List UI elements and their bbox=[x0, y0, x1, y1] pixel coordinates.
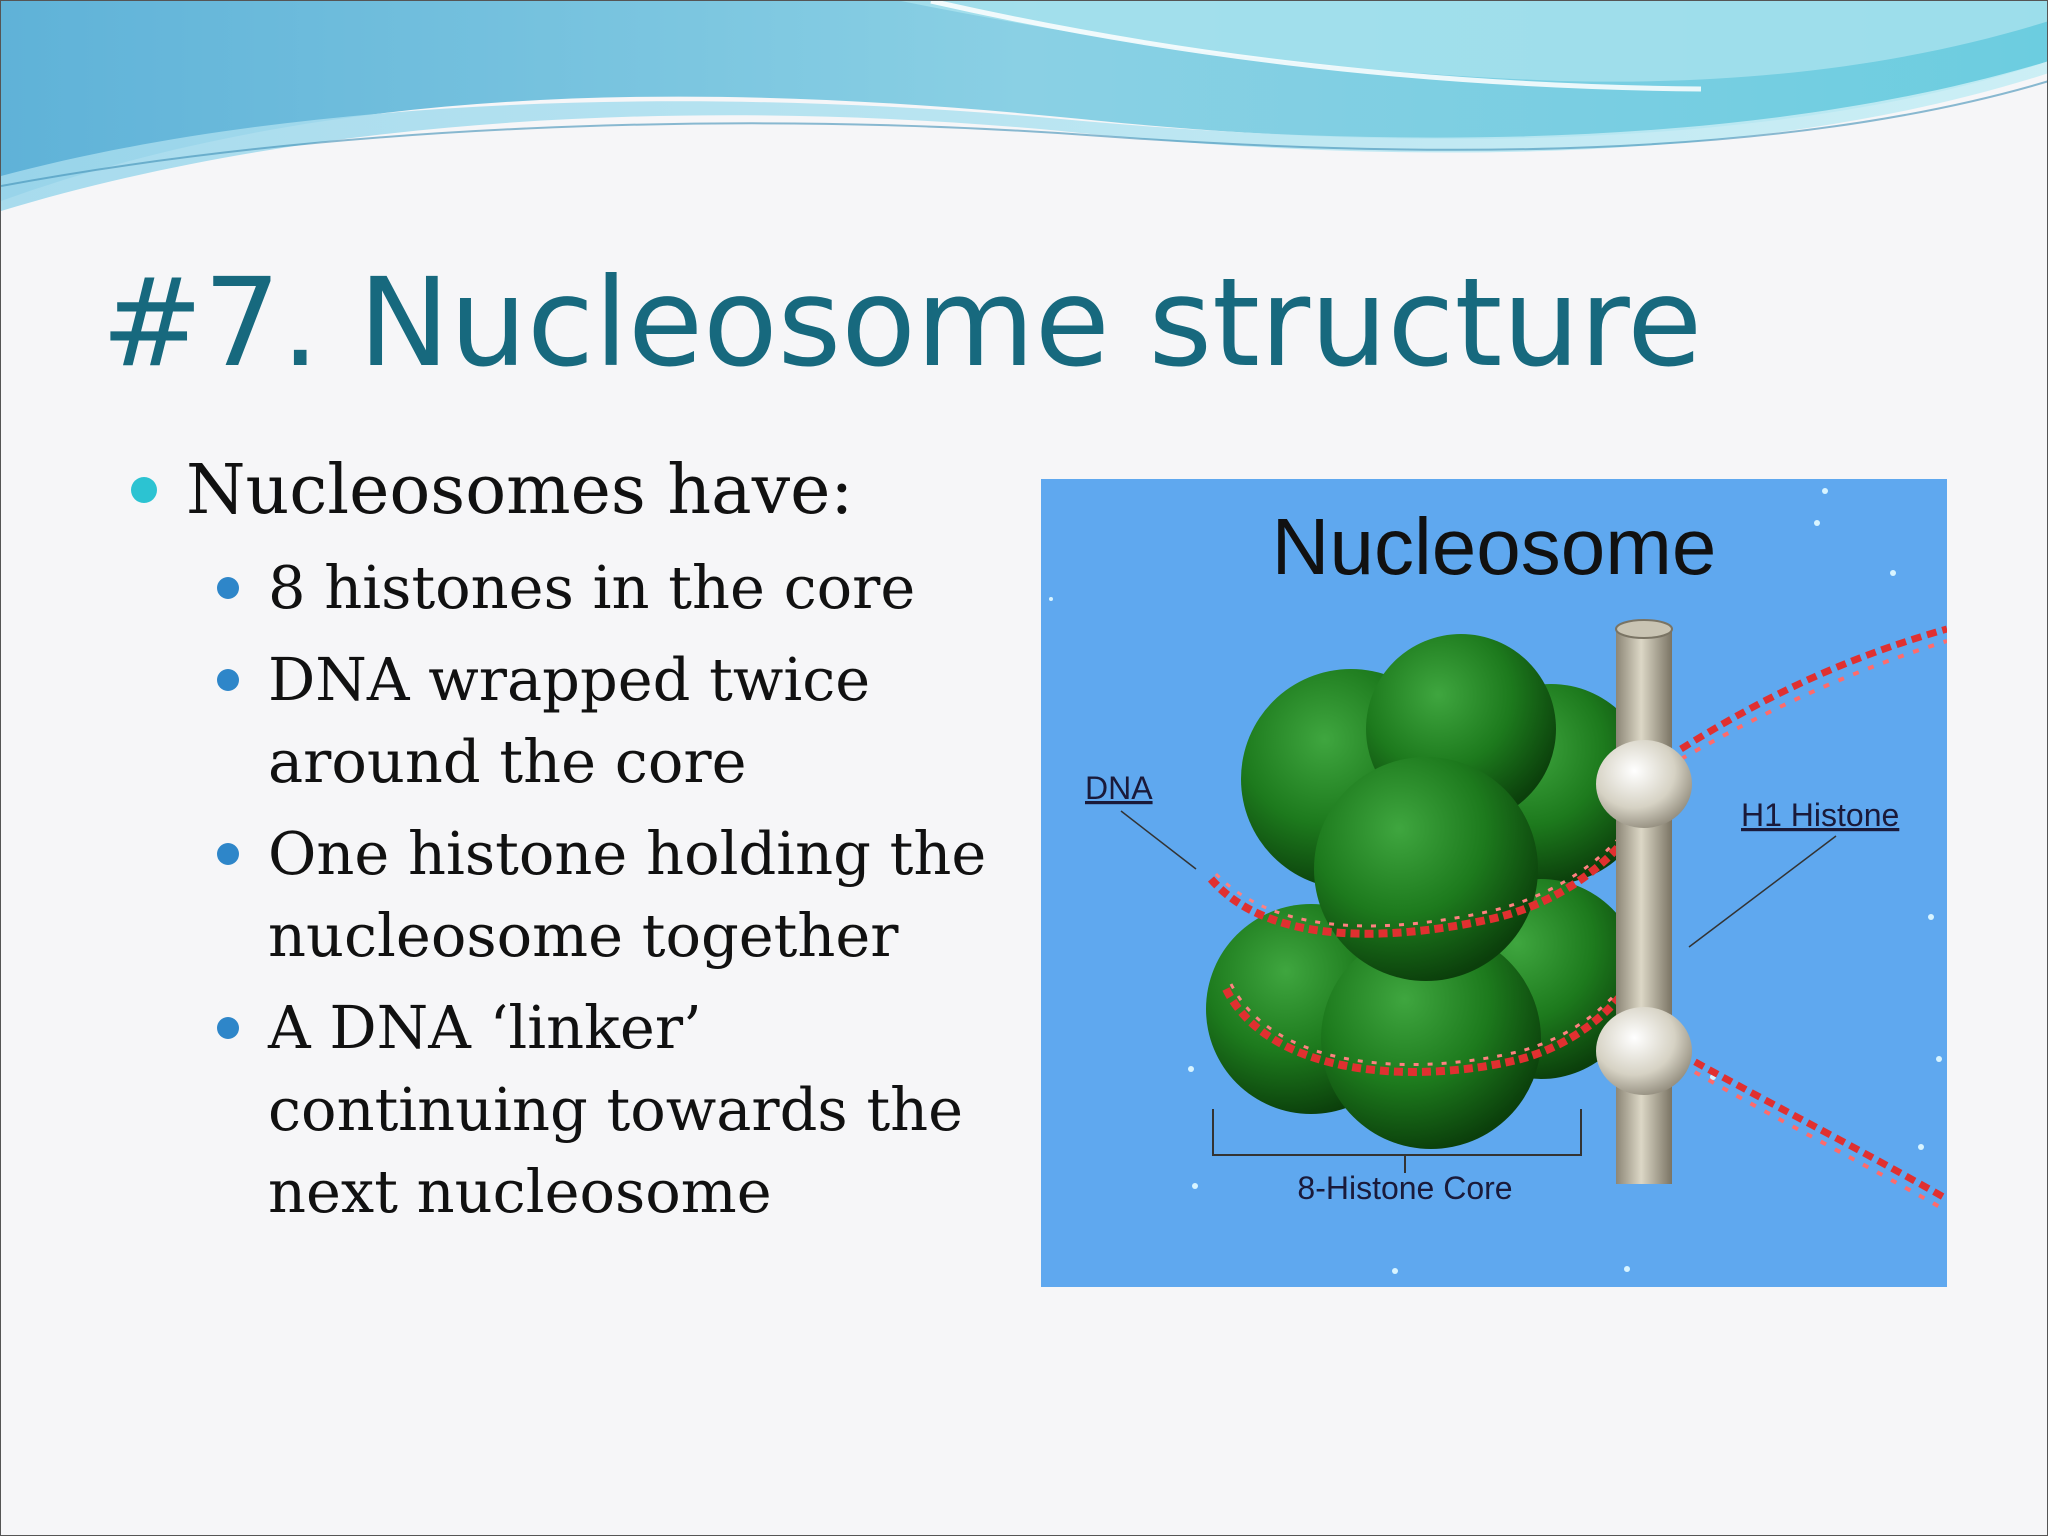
sub-bullet-line: A DNA ‘linker’ bbox=[268, 993, 702, 1062]
label-dna: DNA bbox=[1085, 770, 1153, 806]
bullet-dot-icon bbox=[131, 477, 157, 503]
sub-bullet-line: 8 histones in the core bbox=[268, 553, 916, 622]
label-core: 8-Histone Core bbox=[1297, 1170, 1512, 1206]
sub-bullet: DNA wrapped twice around the core bbox=[129, 639, 1029, 803]
bullet-dot-icon bbox=[217, 577, 239, 599]
bullet-text: Nucleosomes have: bbox=[186, 451, 854, 530]
bullet-list: Nucleosomes have: 8 histones in the core… bbox=[129, 449, 1029, 1243]
slide-title: #7. Nucleosome structure bbox=[101, 252, 1703, 394]
label-h1-histone: H1 Histone bbox=[1741, 797, 1899, 833]
dna-linker-strand bbox=[1679, 1050, 1947, 1203]
dna-wrap bbox=[1207, 814, 1640, 938]
sub-bullet-line: nucleosome together bbox=[268, 901, 899, 970]
bullet-level1: Nucleosomes have: bbox=[129, 449, 1029, 533]
sub-bullet-line: around the core bbox=[268, 727, 747, 796]
sub-bullet-line: DNA wrapped twice bbox=[268, 645, 871, 714]
sub-bullet: A DNA ‘linker’ continuing towards the ne… bbox=[129, 987, 1029, 1233]
h1-histone-rod bbox=[1596, 619, 1692, 1184]
sub-bullet: One histone holding the nucleosome toget… bbox=[129, 813, 1029, 977]
sub-bullet-line: continuing towards the bbox=[268, 1075, 964, 1144]
dna-linker-strand bbox=[1679, 625, 1947, 752]
bullet-dot-icon bbox=[217, 669, 239, 691]
sub-bullet: 8 histones in the core bbox=[129, 547, 1029, 629]
label-dna-leader bbox=[1120, 810, 1197, 870]
nucleosome-figure: Nucleosome DNA bbox=[1041, 479, 1947, 1287]
label-h1-leader bbox=[1688, 835, 1837, 948]
header-wave-decoration bbox=[1, 1, 2047, 211]
sub-bullet-line: next nucleosome bbox=[268, 1157, 772, 1226]
core-bracket bbox=[1212, 1109, 1582, 1156]
sub-bullet-line: One histone holding the bbox=[268, 819, 987, 888]
bullet-dot-icon bbox=[217, 1017, 239, 1039]
figure-title: Nucleosome bbox=[1272, 502, 1717, 591]
bullet-dot-icon bbox=[217, 843, 239, 865]
